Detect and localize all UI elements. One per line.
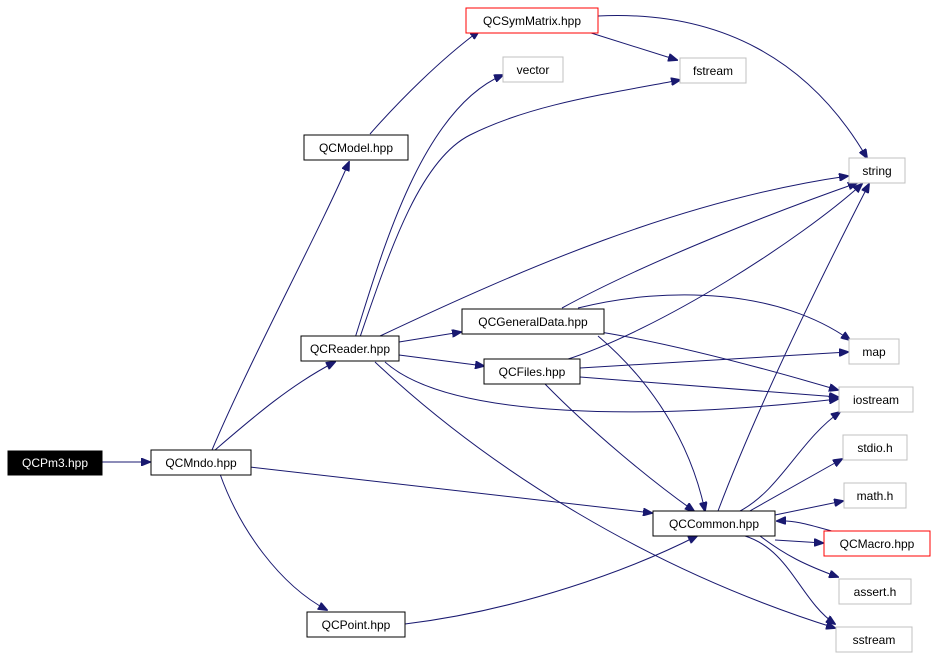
node-qcmacro[interactable]: QCMacro.hpp (823, 530, 931, 557)
node-label-string: string (862, 164, 891, 178)
edge-qcsymmatrix-string (597, 15, 867, 158)
node-label-iostream: iostream (853, 393, 899, 407)
node-qcpoint[interactable]: QCPoint.hpp (306, 611, 406, 638)
edge-qcmndo-qcpoint (219, 473, 327, 610)
nodes-group: QCPm3.hpp QCMndo.hpp QCModel.hpp QCReade… (7, 7, 931, 653)
edge-qccommon-math (774, 501, 843, 516)
edge-qccommon-qcmacro (774, 540, 823, 543)
node-qcmodel[interactable]: QCModel.hpp (303, 134, 409, 161)
edge-qcfiles-string (564, 184, 862, 361)
node-label-vector: vector (517, 63, 550, 77)
node-label-qcsymmatrix: QCSymMatrix.hpp (483, 14, 581, 28)
edges-group (102, 15, 869, 628)
node-qcreader[interactable]: QCReader.hpp (300, 335, 400, 362)
node-label-qcpm3: QCPm3.hpp (22, 456, 88, 470)
edge-qcgeneraldata-qccommon (597, 335, 705, 511)
edge-qcpoint-qccommon (404, 536, 697, 625)
node-qcmndo[interactable]: QCMndo.hpp (150, 449, 252, 476)
edge-qcreader-iostream (384, 361, 838, 413)
node-math[interactable]: math.h (843, 482, 907, 509)
edge-qccommon-string (717, 184, 869, 512)
node-qcsymmatrix[interactable]: QCSymMatrix.hpp (465, 7, 599, 34)
edge-qcmndo-vector (354, 75, 503, 339)
node-label-math: math.h (857, 489, 894, 503)
node-label-qccommon: QCCommon.hpp (669, 517, 759, 531)
node-sstream[interactable]: sstream (835, 626, 913, 653)
node-iostream[interactable]: iostream (838, 386, 914, 413)
edge-qcreader-sstream (374, 361, 835, 628)
edge-qcreader-qcgeneraldata (398, 332, 461, 343)
node-qcgeneraldata[interactable]: QCGeneralData.hpp (461, 308, 605, 335)
edge-qccommon-iostream (739, 412, 840, 512)
edge-qcmndo-qcreader (214, 362, 335, 451)
node-label-map: map (862, 345, 886, 359)
edge-qcgeneraldata-string (561, 183, 857, 309)
node-label-sstream: sstream (853, 633, 896, 647)
edge-qccommon-assert (759, 535, 838, 577)
node-label-fstream: fstream (693, 64, 733, 78)
edge-qcmndo-qccommon (249, 466, 652, 513)
node-label-qcmodel: QCModel.hpp (319, 141, 393, 155)
edge-qcfiles-iostream (579, 376, 838, 397)
edge-qcreader-fstream (359, 80, 680, 338)
node-qccommon[interactable]: QCCommon.hpp (652, 510, 776, 537)
node-label-qcmacro: QCMacro.hpp (840, 537, 915, 551)
node-fstream[interactable]: fstream (679, 57, 747, 84)
edge-qcgeneraldata-map (577, 294, 850, 340)
node-qcpm3[interactable]: QCPm3.hpp (7, 450, 103, 476)
node-label-qcmndo: QCMndo.hpp (165, 456, 237, 470)
edge-qccommon-stdio (747, 459, 842, 513)
node-label-qcgeneraldata: QCGeneralData.hpp (478, 315, 588, 329)
node-map[interactable]: map (848, 338, 900, 365)
edge-qcmodel-qcsymmatrix (369, 31, 479, 135)
node-label-stdio: stdio.h (857, 441, 892, 455)
node-vector[interactable]: vector (502, 56, 564, 83)
edge-qcfiles-map (579, 352, 848, 369)
node-string[interactable]: string (848, 157, 906, 184)
edge-qccommon-sstream (744, 535, 835, 624)
node-label-assert: assert.h (854, 585, 897, 599)
edge-qcfiles-qccommon (544, 383, 694, 511)
edge-qcmacro-qccommon (777, 521, 836, 533)
edge-qcsymmatrix-fstream (587, 31, 677, 60)
edge-qcmndo-qcmodel (211, 162, 349, 451)
node-assert[interactable]: assert.h (838, 578, 912, 605)
node-label-qcfiles: QCFiles.hpp (499, 365, 566, 379)
edge-qcgeneraldata-iostream (599, 331, 838, 390)
node-stdio[interactable]: stdio.h (842, 434, 908, 461)
edge-qcreader-qcfiles (398, 354, 484, 366)
node-label-qcpoint: QCPoint.hpp (322, 618, 391, 632)
node-qcfiles[interactable]: QCFiles.hpp (483, 358, 581, 385)
edge-qcreader-string (379, 176, 848, 337)
node-label-qcreader: QCReader.hpp (310, 342, 390, 356)
